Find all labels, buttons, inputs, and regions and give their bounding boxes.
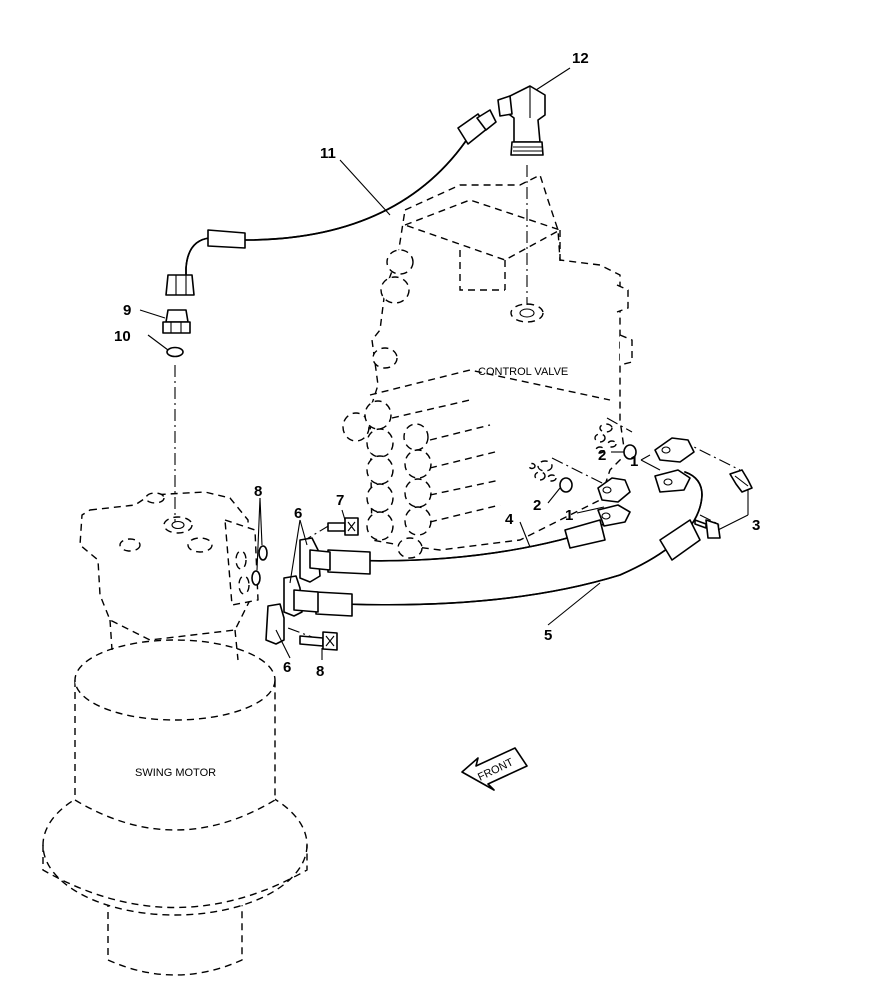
callout-3: 3 bbox=[752, 517, 760, 534]
callout-1-lower: 1 bbox=[565, 507, 573, 524]
bolt-8-lower bbox=[299, 631, 338, 651]
callout-2-upper: 2 bbox=[598, 447, 606, 464]
callout-5: 5 bbox=[544, 627, 552, 644]
callout-9: 9 bbox=[123, 302, 131, 319]
callout-2-lower: 2 bbox=[533, 497, 541, 514]
control-valve-label: CONTROL VALVE bbox=[478, 366, 568, 378]
flange-1-upper bbox=[654, 437, 695, 493]
bolt-3-upper bbox=[729, 469, 753, 493]
hose-11 bbox=[165, 109, 497, 296]
callout-8-lower: 8 bbox=[316, 663, 324, 680]
callout-4: 4 bbox=[505, 511, 514, 528]
split-flange-6-lower bbox=[265, 603, 285, 645]
callout-6-upper: 6 bbox=[294, 505, 302, 522]
callout-6-lower: 6 bbox=[283, 659, 291, 676]
o-ring-10 bbox=[166, 346, 184, 358]
adapter-9 bbox=[162, 309, 191, 334]
callout-8-upper: 7 bbox=[336, 492, 344, 509]
swing-motor-label: SWING MOTOR bbox=[135, 767, 216, 779]
bolt-3-lower bbox=[694, 519, 721, 539]
front-direction-arrow bbox=[461, 747, 528, 791]
swing-motor bbox=[42, 491, 308, 976]
callout-10: 10 bbox=[114, 328, 131, 345]
callout-11: 11 bbox=[320, 145, 336, 162]
bolt-8-upper bbox=[327, 517, 359, 536]
flange-1-lower bbox=[597, 477, 631, 527]
leader-lines bbox=[139, 67, 749, 660]
callout-12: 12 bbox=[572, 50, 589, 67]
hose-5 bbox=[289, 471, 703, 617]
split-flange-6-upper bbox=[299, 537, 331, 583]
callout-1-upper: 1 bbox=[630, 453, 638, 470]
control-valve bbox=[342, 174, 633, 559]
callout-numbers: 12 11 9 10 8 6 7 6 8 4 5 2 1 2 1 3 bbox=[114, 50, 760, 680]
elbow-adapter-12 bbox=[497, 85, 546, 156]
callout-7: 8 bbox=[254, 483, 262, 500]
split-flange-6-middle bbox=[283, 575, 319, 617]
assembly-center-lines bbox=[174, 165, 741, 641]
o-ring-2-lower bbox=[559, 477, 573, 493]
o-rings-7 bbox=[251, 545, 268, 586]
